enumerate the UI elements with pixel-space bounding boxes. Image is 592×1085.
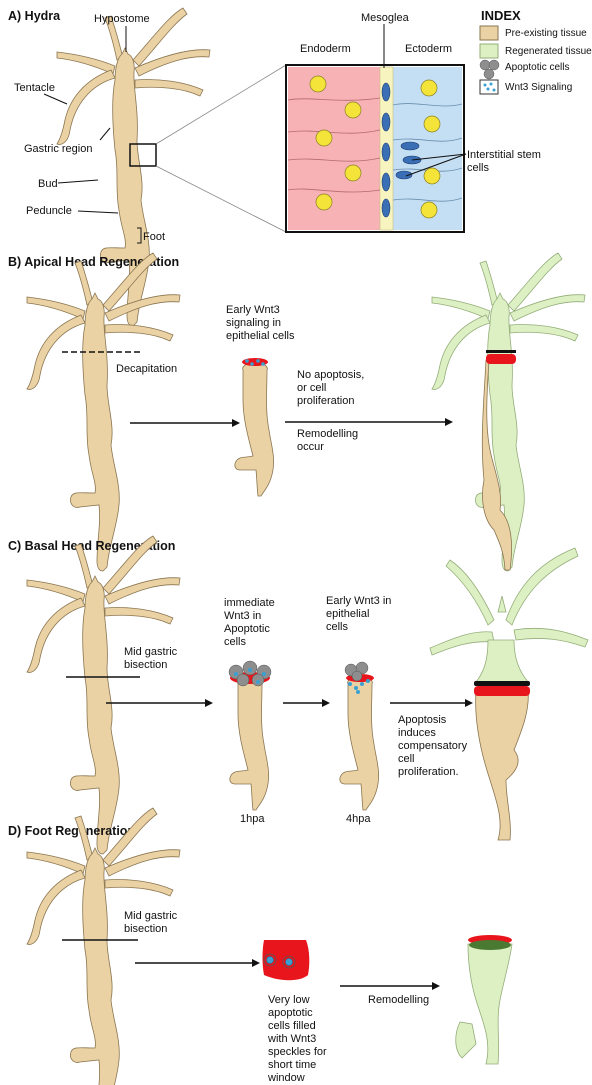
trunk-early-wnt3: [235, 358, 274, 496]
index-item-wnt3: Wnt3 Signaling: [505, 82, 572, 93]
index-item-pre-existing: Pre-existing tissue: [505, 28, 587, 39]
mid-gastric-c-line1: Mid gastric: [124, 646, 178, 658]
hydra-pre-bisection-c: [27, 536, 180, 854]
foot-label: Foot: [143, 231, 165, 243]
early-wnt3-line3: epithelial cells: [226, 330, 295, 342]
zoom-line-top: [156, 65, 286, 144]
very-low-line3: cells filled: [268, 1020, 316, 1032]
apoptosis-line2: induces: [398, 727, 436, 739]
remodelling-line1: Remodelling: [297, 428, 358, 440]
early-wnt3-c-line2: epithelial: [326, 608, 369, 620]
remodelling-line2: occur: [297, 441, 324, 453]
hypostome-label: Hypostome: [94, 13, 150, 25]
apoptosis-line1: Apoptosis: [398, 714, 447, 726]
very-low-line6: short time: [268, 1059, 316, 1071]
hydra-pre-decapitation: [27, 253, 180, 571]
pre-existing-swatch: [480, 26, 498, 40]
early-wnt3-line2: signaling in: [226, 317, 281, 329]
trunk-1hpa: [229, 661, 271, 810]
endoderm-label: Endoderm: [300, 43, 351, 55]
zoom-line-bottom: [156, 166, 286, 232]
no-apoptosis-line3: proliferation: [297, 395, 354, 407]
no-apoptosis-line1: No apoptosis,: [297, 369, 364, 381]
mid-gastric-c-line2: bisection: [124, 659, 167, 671]
apoptosis-line4: cell: [398, 753, 415, 765]
index-legend: Pre-existing tissue Regenerated tissue A…: [480, 26, 592, 94]
apoptosis-line5: proliferation.: [398, 766, 459, 778]
tissue-inset: [286, 65, 464, 232]
immediate-wnt3-line3: Apoptotic: [224, 623, 270, 635]
hydra-regenerated-basal: [430, 548, 588, 840]
ectoderm-label: Ectoderm: [405, 43, 452, 55]
hydra-regenerated-foot: [422, 810, 575, 1085]
early-wnt3-line1: Early Wnt3: [226, 304, 280, 316]
mid-gastric-d-line2: bisection: [124, 923, 167, 935]
decapitation-label: Decapitation: [116, 363, 177, 375]
very-low-line1: Very low: [268, 994, 310, 1006]
apoptosis-line3: compensatory: [398, 740, 468, 752]
very-low-line2: apoptotic: [268, 1007, 313, 1019]
immediate-wnt3-line4: cells: [224, 636, 247, 648]
very-low-line5: speckles for: [268, 1046, 327, 1058]
index-item-apoptotic: Apoptotic cells: [505, 62, 569, 73]
panel-d-title: D) Foot Regeneration: [8, 824, 135, 838]
gastric-region-label: Gastric region: [24, 143, 92, 155]
trunk-4hpa: [340, 662, 379, 810]
time-1hpa: 1hpa: [240, 813, 265, 825]
mid-gastric-d-line1: Mid gastric: [124, 910, 178, 922]
panel-a-title: A) Hydra: [8, 9, 61, 23]
very-low-line4: with Wnt3: [267, 1033, 316, 1045]
time-4hpa: 4hpa: [346, 813, 371, 825]
mesoglea-label: Mesoglea: [361, 12, 410, 24]
very-low-line7: window: [267, 1072, 305, 1084]
wnt3-dots-icon: [480, 80, 498, 94]
immediate-wnt3-line2: Wnt3 in: [224, 610, 261, 622]
peduncle-label: Peduncle: [26, 205, 72, 217]
no-apoptosis-line2: or cell: [297, 382, 326, 394]
hydra-regenerated-apical: [432, 253, 585, 571]
index-item-regenerated: Regenerated tissue: [505, 46, 592, 57]
regenerated-swatch: [480, 44, 498, 58]
apoptotic-cells-icon: [480, 60, 499, 79]
bud-label: Bud: [38, 178, 58, 190]
stem-cells-label-1: Interstitial stem: [467, 149, 541, 161]
remodelling-d-label: Remodelling: [368, 994, 429, 1006]
early-wnt3-c-line3: cells: [326, 621, 349, 633]
early-wnt3-c-line1: Early Wnt3 in: [326, 595, 391, 607]
stem-cells-label-2: cells: [467, 162, 490, 174]
index-title: INDEX: [481, 8, 521, 23]
tentacle-label: Tentacle: [14, 82, 55, 94]
immediate-wnt3-line1: immediate: [224, 597, 275, 609]
